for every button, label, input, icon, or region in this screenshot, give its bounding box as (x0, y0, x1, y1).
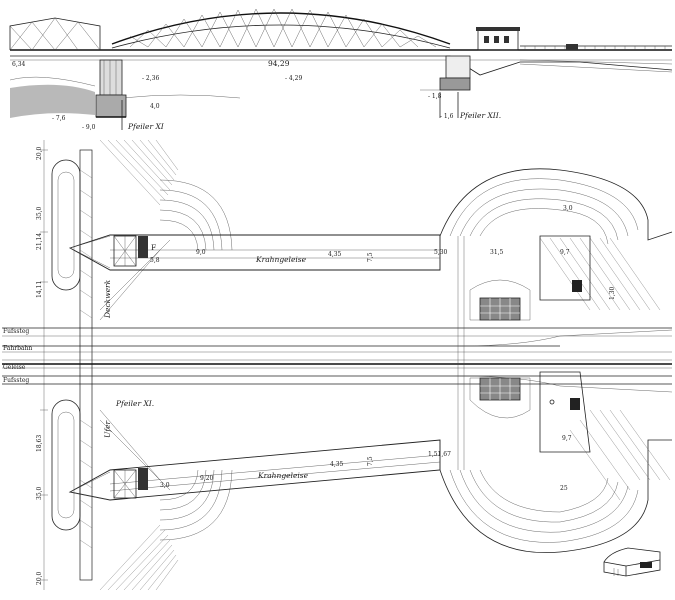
left-caissons (51, 149, 93, 581)
pier-left-mark: - 7,6 (52, 115, 66, 122)
dim-top-d: 14,11 (36, 281, 43, 298)
pier-depth-a: 4,0 (150, 103, 160, 110)
lower-v5: 1,51,67 (428, 451, 451, 458)
upper-ramp (68, 234, 441, 271)
upper-v2: 9,0 (196, 249, 206, 256)
lane-footway-bottom: Fufssteg (3, 377, 29, 384)
right-depth-a: - 1,8 (428, 93, 442, 100)
pier-xi (95, 59, 127, 130)
lane-footway-top: Fufssteg (3, 328, 29, 335)
level-span-mid: 94,29 (268, 59, 290, 68)
isometric-sketch-icon (603, 547, 661, 577)
deck-lanes (2, 327, 673, 393)
upper-v1: 5,8 (150, 257, 160, 264)
upper-v4: 7,5 (367, 252, 374, 262)
lane-roadway: Fahrbahn (3, 345, 32, 352)
dim-bottom-b: 35,0 (36, 486, 43, 500)
deckwerk-label: Deckwerk (103, 279, 112, 319)
railing (520, 44, 672, 50)
level-under-right: - 4,29 (285, 75, 302, 82)
right-abutment-lower (439, 371, 672, 554)
left-truss (9, 17, 101, 51)
lower-v3: 4,35 (330, 461, 344, 468)
lane-tracks: Geleise (3, 364, 26, 371)
dim-bottom-a: 18,63 (36, 435, 43, 452)
side-dimensions: 20,0 35,0 21,14 14,11 18,63 35,0 20,0 (36, 146, 43, 585)
main-arch-truss (111, 8, 451, 49)
bridge-elevation: 6,34 - 2,36 94,29 - 4,29 4,0 - 7,6 - 9,0… (9, 8, 673, 131)
upper-v7: 9,7 (560, 249, 570, 256)
bridge-plan: 20,0 35,0 21,14 14,11 18,63 35,0 20,0 (2, 139, 673, 591)
dim-top-a: 20,0 (36, 146, 43, 160)
lower-v2: 9,20 (200, 475, 214, 482)
pier-depth-b: - 9,0 (82, 124, 96, 131)
upper-v8: 3,0 (563, 205, 573, 212)
lower-crane-track-label: Krahngeleise (257, 471, 309, 480)
level-left-water: 6,34 (12, 61, 26, 68)
upper-v5: 5,30 (434, 249, 448, 256)
upper-marker: F (151, 243, 156, 252)
dim-bottom-c: 20,0 (36, 571, 43, 585)
riverbed (9, 76, 460, 118)
upper-v9: 1,30 (609, 286, 616, 300)
right-abutment-upper (439, 168, 673, 321)
lower-ramp (68, 439, 441, 501)
upper-crane-track-label: Krahngeleise (255, 255, 307, 264)
level-under-left: - 2,36 (142, 75, 159, 82)
pfeiler-xi-plan-label: Pfeiler XI. (115, 399, 154, 408)
bridge-house (476, 27, 520, 51)
dim-top-c: 21,14 (36, 233, 43, 250)
ufer-label: Ufer (103, 420, 112, 438)
lower-v7: 25 (560, 485, 568, 492)
left-slope-hatching (99, 139, 179, 591)
lower-v6: 9,7 (562, 435, 572, 442)
pier-xi-label: Pfeiler XI (127, 122, 165, 131)
lower-v1: 3,0 (160, 482, 170, 489)
dim-top-b: 35,0 (36, 206, 43, 220)
pier-xii (439, 55, 471, 118)
upper-v3: 4,35 (328, 251, 342, 258)
right-depth-b: - 1,6 (440, 113, 454, 120)
lower-v4: 7,5 (367, 456, 374, 466)
upper-v6: 31,5 (490, 249, 504, 256)
pier-xii-label: Pfeiler XII. (459, 111, 501, 120)
